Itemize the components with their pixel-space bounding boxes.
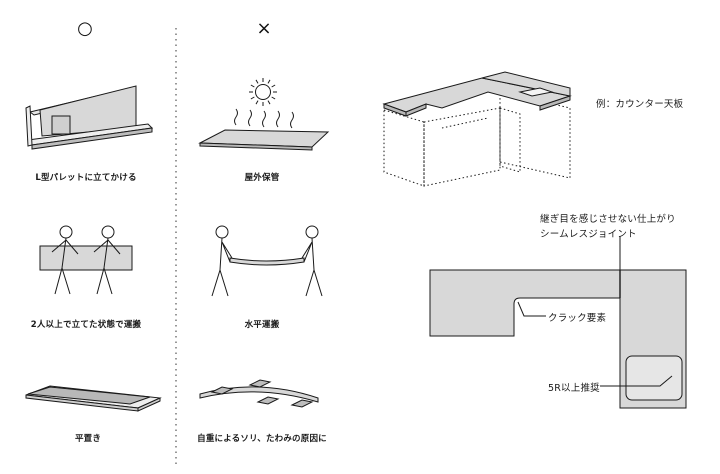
sun-ray	[255, 100, 259, 105]
radius-leader	[600, 375, 673, 387]
crack-label: クラック要素	[548, 313, 607, 324]
seam-note-line1: 継ぎ目を感じさせない仕上がり	[540, 214, 676, 225]
caption-upright-carry: 2人以上で立てた状態で運搬	[30, 320, 142, 330]
outdoor-slab-illustration	[198, 108, 330, 151]
radius-label: 5R以上推奨	[548, 383, 600, 394]
sun-ray	[250, 96, 255, 100]
crack-leader	[517, 301, 546, 317]
upright-carry-illustration	[39, 225, 133, 295]
flat-placement-illustration	[25, 385, 162, 412]
sun-ray	[267, 79, 271, 84]
sun-ray	[271, 96, 276, 100]
seam-note-line2: シームレスジョイント	[540, 229, 637, 240]
sun-ray	[250, 84, 255, 88]
caption-warping: 自重によるソリ、たわみの原因に	[197, 434, 327, 444]
caption-flat-placement: 平置き	[74, 434, 102, 444]
caption-outdoor-storage: 屋外保管	[244, 173, 280, 183]
counter-isometric-illustration	[382, 71, 572, 187]
sun-ray	[255, 79, 259, 84]
good-mark: ○	[77, 18, 93, 39]
sun-icon	[249, 78, 277, 106]
sun-ray	[271, 84, 276, 88]
caption-l-pallet: L型パレットに立てかける	[35, 173, 137, 183]
warped-slab-illustration	[199, 379, 319, 408]
bad-mark: ×	[256, 18, 272, 39]
caption-horizontal-carry: 水平運搬	[244, 320, 280, 330]
l-pallet-illustration	[25, 85, 154, 150]
seamless-joint-plan	[429, 269, 687, 409]
sun-ray	[267, 100, 271, 105]
horizontal-carry-illustration	[211, 225, 323, 297]
example-label: 例：カウンター天板	[596, 99, 684, 110]
